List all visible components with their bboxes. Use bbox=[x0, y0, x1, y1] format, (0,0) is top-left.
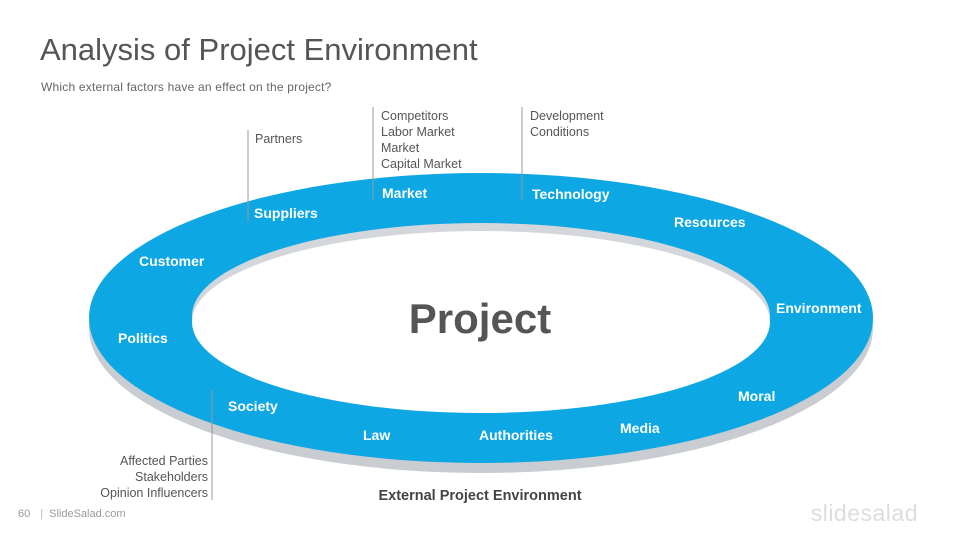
ring-label-environment: Environment bbox=[776, 300, 862, 316]
ring-label-moral: Moral bbox=[738, 388, 775, 404]
ring-hole bbox=[192, 231, 770, 413]
note-partners-1: Partners bbox=[255, 132, 302, 146]
slide-subtitle: Which external factors have an effect on… bbox=[41, 80, 332, 94]
ring-label-customer: Customer bbox=[139, 253, 205, 269]
ring-label-resources: Resources bbox=[674, 214, 746, 230]
slide-title: Analysis of Project Environment bbox=[40, 32, 478, 67]
note-market-2: Labor Market bbox=[381, 125, 455, 139]
note-society-2: Stakeholders bbox=[135, 470, 208, 484]
ring-label-market: Market bbox=[382, 185, 427, 201]
center-label: Project bbox=[409, 295, 551, 342]
page-number: 60 bbox=[18, 508, 31, 520]
ring-label-media: Media bbox=[620, 420, 660, 436]
note-technology-1: Development bbox=[530, 109, 604, 123]
note-society-1: Affected Parties bbox=[120, 454, 208, 468]
ring-label-society: Society bbox=[228, 398, 278, 414]
note-market-4: Capital Market bbox=[381, 157, 462, 171]
footer-site: SlideSalad.com bbox=[49, 508, 126, 520]
ring-label-law: Law bbox=[363, 427, 390, 443]
note-society-3: Opinion Influencers bbox=[100, 486, 208, 500]
footer: 60 | SlideSalad.com bbox=[18, 508, 126, 520]
note-market-3: Market bbox=[381, 141, 420, 155]
ring-label-suppliers: Suppliers bbox=[254, 205, 318, 221]
note-market-1: Competitors bbox=[381, 109, 448, 123]
ring-label-technology: Technology bbox=[532, 186, 610, 202]
slidesalad-logo: slidesalad bbox=[810, 500, 918, 526]
footer-separator: | bbox=[40, 508, 44, 520]
ring-label-politics: Politics bbox=[118, 330, 168, 346]
note-technology-2: Conditions bbox=[530, 125, 589, 139]
ring-label-authorities: Authorities bbox=[479, 427, 553, 443]
diagram-caption: External Project Environment bbox=[378, 488, 581, 504]
